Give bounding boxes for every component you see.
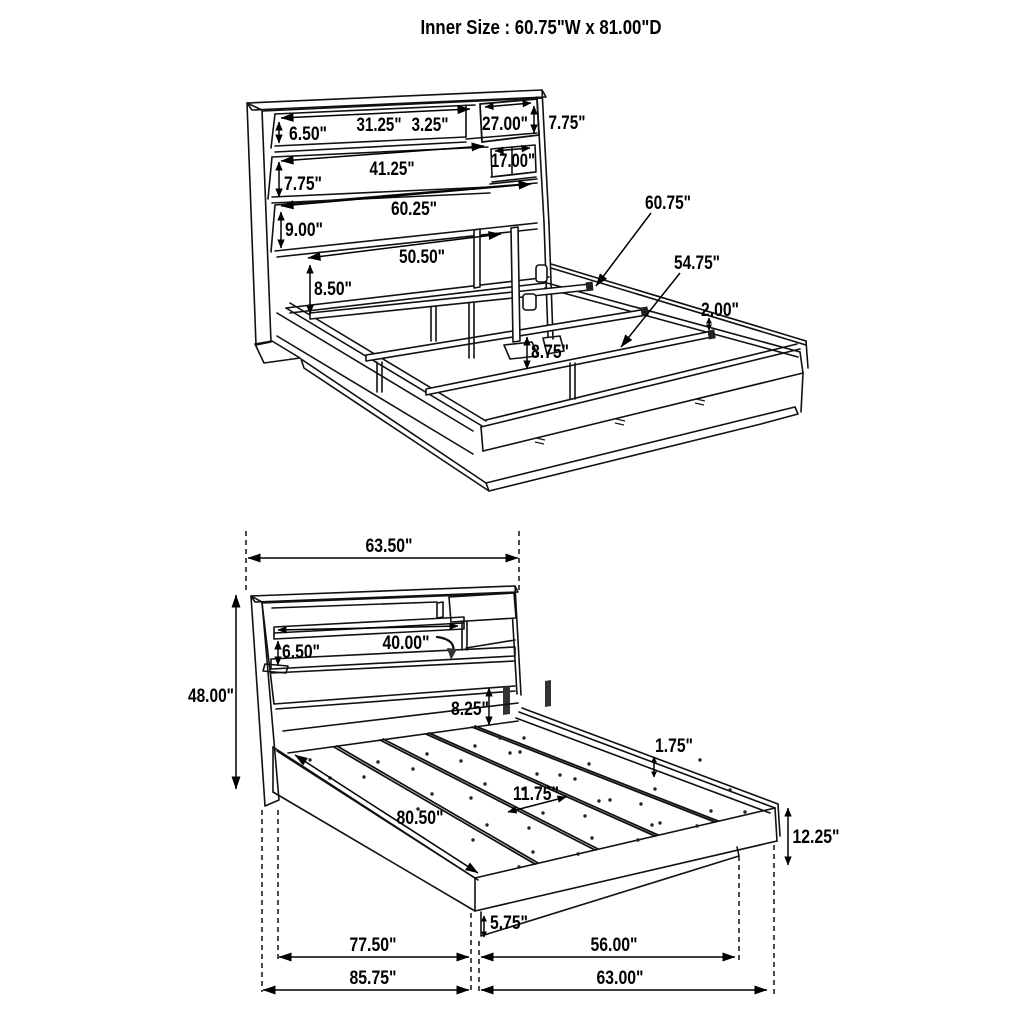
svg-text:63.50": 63.50" (366, 536, 413, 557)
svg-text:Inner Size : 60.75"W x 81.00"D: Inner Size : 60.75"W x 81.00"D (421, 17, 662, 39)
svg-text:2.00": 2.00" (701, 300, 739, 321)
svg-text:8.25": 8.25" (451, 699, 489, 720)
svg-text:63.00": 63.00" (597, 968, 644, 989)
svg-text:31.25": 31.25" (357, 115, 402, 136)
svg-text:40.00": 40.00" (383, 633, 430, 654)
svg-text:41.25": 41.25" (370, 159, 415, 180)
svg-text:1.75": 1.75" (655, 736, 693, 757)
svg-text:12.25": 12.25" (793, 827, 840, 848)
svg-text:7.75": 7.75" (549, 113, 586, 134)
svg-text:5.75": 5.75" (490, 913, 528, 934)
svg-text:60.75": 60.75" (645, 193, 691, 214)
svg-text:11.75": 11.75" (513, 784, 559, 805)
svg-text:54.75": 54.75" (674, 253, 720, 274)
svg-text:8.50": 8.50" (314, 279, 352, 300)
svg-text:77.50": 77.50" (350, 935, 397, 956)
svg-text:48.00": 48.00" (188, 686, 234, 707)
svg-text:6.50": 6.50" (289, 124, 327, 145)
svg-text:56.00": 56.00" (591, 935, 638, 956)
svg-text:85.75": 85.75" (350, 968, 397, 989)
svg-text:8.75": 8.75" (531, 342, 569, 363)
svg-text:50.50": 50.50" (399, 247, 445, 268)
svg-text:9.00": 9.00" (285, 220, 323, 241)
svg-text:60.25": 60.25" (391, 199, 437, 220)
svg-text:27.00": 27.00" (482, 114, 528, 135)
svg-text:3.25": 3.25" (412, 115, 449, 136)
svg-text:7.75": 7.75" (284, 174, 322, 195)
svg-text:80.50": 80.50" (397, 808, 444, 829)
svg-text:17.00": 17.00" (491, 151, 535, 172)
svg-text:6.50": 6.50" (282, 642, 320, 663)
